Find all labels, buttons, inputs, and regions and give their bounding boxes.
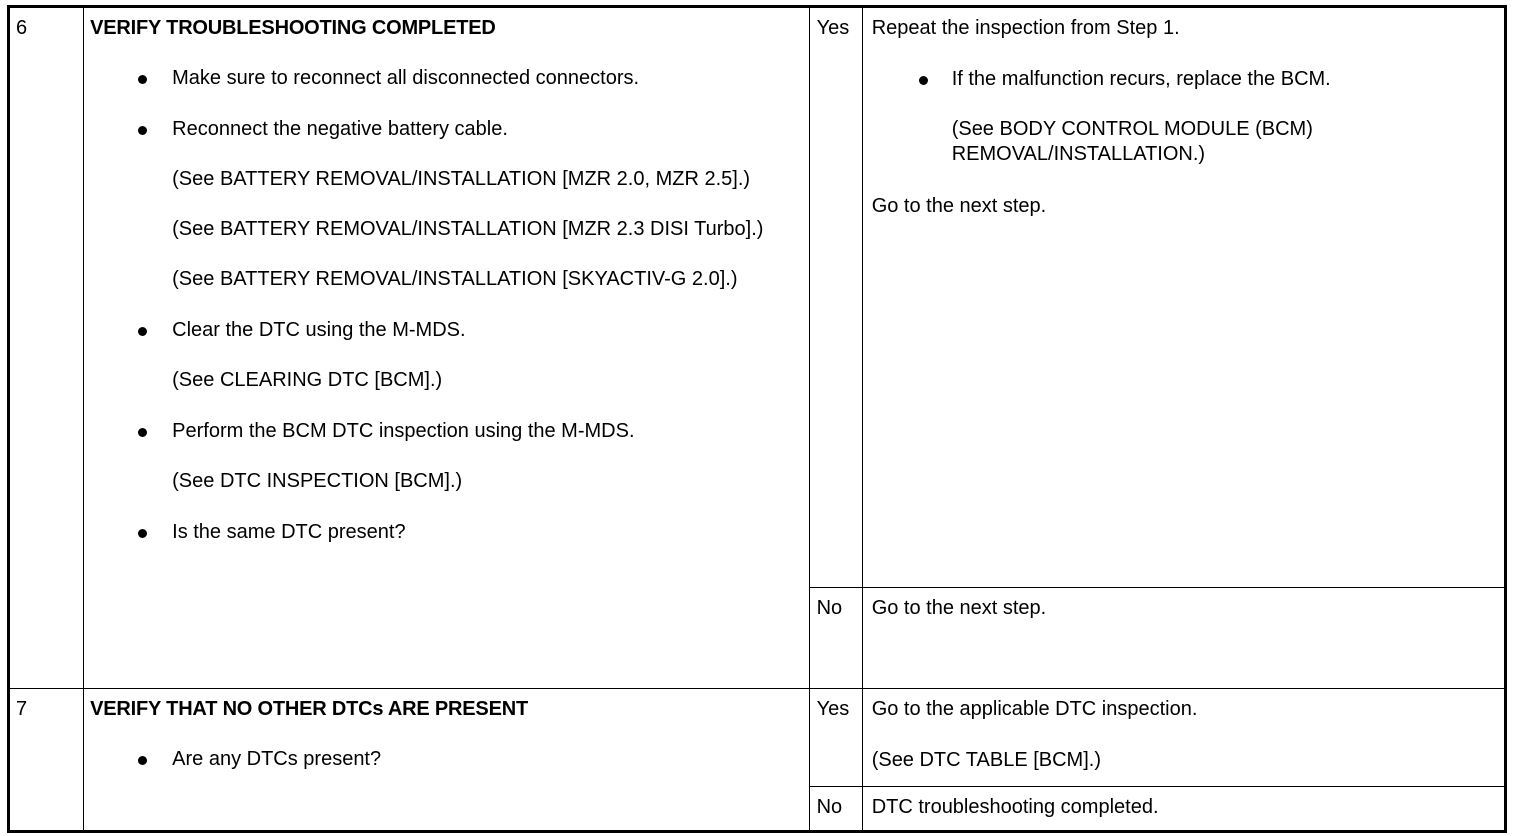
list-item-note: (See BATTERY REMOVAL/INSTALLATION [SKYAC…: [172, 268, 738, 290]
table-row: No Go to the next step.: [9, 587, 1507, 689]
step-number-cell: 7: [7, 688, 85, 832]
action-line: Go to the next step.: [871, 597, 1047, 619]
action-list: If the malfunction recurs, replace the B…: [872, 67, 1496, 219]
result-label-cell-no: No: [808, 587, 863, 689]
step-description-cell: VERIFY TROUBLESHOOTING COMPLETED Make su…: [83, 6, 810, 689]
step-number: 6: [16, 17, 28, 39]
list-item-note: (See BATTERY REMOVAL/INSTALLATION [MZR 2…: [172, 218, 764, 240]
list-item: Are any DTCs present?: [90, 747, 802, 772]
list-item-note: (See BODY CONTROL MODULE (BCM) REMOVAL/I…: [951, 118, 1313, 165]
result-label-cell-yes: Yes: [808, 688, 863, 787]
troubleshooting-table: 6 VERIFY TROUBLESHOOTING COMPLETED Make …: [7, 5, 1507, 833]
list-item: Clear the DTC using the M-MDS.: [90, 318, 802, 343]
action-line: Repeat the inspection from Step 1.: [871, 17, 1180, 39]
result-label: Yes: [816, 17, 850, 39]
step-number-cell: 6: [7, 6, 85, 689]
list-item-note: (See DTC INSPECTION [BCM].): [172, 470, 463, 492]
list-item: If the malfunction recurs, replace the B…: [872, 67, 1496, 92]
result-action: Go to the applicable DTC inspection. (Se…: [863, 689, 1504, 783]
result-action-cell-yes: Go to the applicable DTC inspection. (Se…: [861, 688, 1507, 787]
step-description-cell: VERIFY THAT NO OTHER DTCs ARE PRESENT Ar…: [83, 688, 810, 832]
step-item-list: Are any DTCs present?: [90, 747, 802, 772]
list-item-note: (See CLEARING DTC [BCM].): [172, 369, 443, 391]
table-row: No DTC troubleshooting completed.: [9, 786, 1507, 832]
action-note: (See DTC TABLE [BCM].): [871, 749, 1101, 771]
table-row: 6 VERIFY TROUBLESHOOTING COMPLETED Make …: [7, 6, 1507, 689]
step-description: VERIFY TROUBLESHOOTING COMPLETED Make su…: [84, 8, 808, 555]
action-line: Go to the applicable DTC inspection.: [871, 698, 1198, 720]
result-label: Yes: [816, 698, 850, 720]
action-line: Go to the next step.: [871, 195, 1047, 217]
table-row: 7 VERIFY THAT NO OTHER DTCs ARE PRESENT …: [7, 688, 1507, 832]
result-label: No: [816, 796, 843, 818]
step-title: VERIFY THAT NO OTHER DTCs ARE PRESENT: [90, 698, 528, 720]
list-item: Reconnect the negative battery cable.: [90, 117, 802, 142]
result-label-cell-no: No: [808, 786, 863, 832]
list-item: Perform the BCM DTC inspection using the…: [90, 419, 802, 444]
result-action-cell-no: DTC troubleshooting completed.: [861, 786, 1507, 832]
result-action: Repeat the inspection from Step 1. If th…: [863, 8, 1504, 229]
result-label-cell-yes: Yes: [808, 6, 863, 588]
step-description: VERIFY THAT NO OTHER DTCs ARE PRESENT Ar…: [84, 689, 808, 782]
step-item-list: Make sure to reconnect all disconnected …: [90, 66, 802, 545]
step-number: 7: [16, 698, 28, 720]
result-action-cell-no: Go to the next step.: [861, 587, 1507, 689]
step-title: VERIFY TROUBLESHOOTING COMPLETED: [90, 17, 496, 39]
action-line: DTC troubleshooting completed.: [871, 796, 1159, 818]
list-item: Is the same DTC present?: [90, 520, 802, 545]
list-item: Make sure to reconnect all disconnected …: [90, 66, 802, 91]
result-action-cell-yes: Repeat the inspection from Step 1. If th…: [861, 6, 1507, 588]
result-label: No: [816, 597, 843, 619]
list-item-note: (See BATTERY REMOVAL/INSTALLATION [MZR 2…: [172, 168, 751, 190]
